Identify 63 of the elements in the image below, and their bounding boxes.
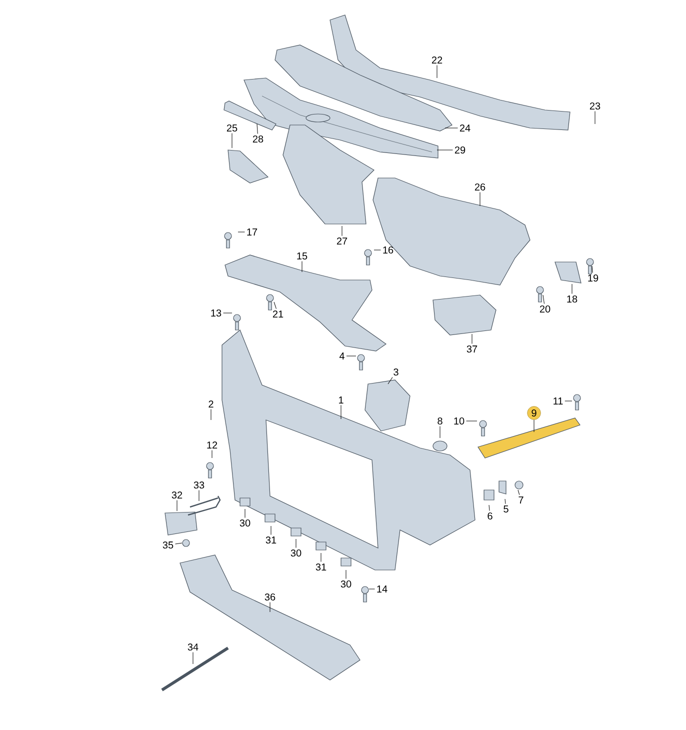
- callout-number: 18: [567, 295, 578, 303]
- callout-number: 1: [339, 396, 344, 404]
- leader-line: [210, 408, 212, 420]
- callout-number: 31: [316, 563, 326, 571]
- callout-number: 21: [272, 310, 284, 318]
- callout-number: 13: [211, 309, 222, 317]
- leader-line: [256, 124, 258, 134]
- leader-line: [436, 64, 438, 78]
- callout-number: 2: [208, 400, 214, 408]
- leader-line: [175, 542, 182, 544]
- callout-number: 10: [454, 417, 464, 425]
- leader-line: [176, 500, 178, 512]
- callout-number: 35: [162, 541, 174, 549]
- callout-number: 15: [297, 252, 308, 260]
- callout-number: 14: [377, 586, 388, 592]
- callout-number: 7: [518, 496, 524, 504]
- callout-number: 33: [194, 481, 204, 489]
- callout-number: 17: [247, 228, 258, 236]
- callout-number: 20: [540, 305, 550, 313]
- callout-number: 12: [207, 442, 218, 448]
- callout-number: 36: [264, 593, 276, 601]
- callout-number: 30: [340, 580, 352, 588]
- leader-line: [592, 266, 593, 274]
- leader-line: [466, 420, 478, 422]
- callout-number: 29: [454, 146, 466, 154]
- callout-number: 26: [474, 183, 486, 191]
- callout-number: 16: [383, 246, 394, 254]
- leader-line: [192, 652, 194, 664]
- leader-line: [368, 588, 375, 590]
- leader-line: [223, 312, 232, 314]
- callout-number: 30: [240, 519, 250, 527]
- leader-line: [518, 490, 520, 496]
- callout-number: 34: [188, 643, 198, 651]
- callout-number: 3: [394, 368, 398, 376]
- callout-number: 8: [438, 417, 442, 425]
- leader-line: [564, 400, 572, 402]
- leader-line: [504, 498, 506, 504]
- leader-line: [270, 526, 272, 536]
- callout-number: 32: [172, 491, 182, 499]
- callout-number: 30: [290, 549, 302, 557]
- leader-line: [274, 302, 277, 310]
- callout-number: 24: [460, 124, 470, 132]
- leader-line: [542, 294, 544, 304]
- leader-line: [340, 404, 342, 420]
- callout-number: 6: [488, 512, 492, 520]
- leader-line: [388, 377, 393, 384]
- leader-line: [244, 508, 246, 518]
- leader-line: [594, 111, 596, 124]
- callout-number: 27: [336, 238, 348, 244]
- leader-line: [488, 504, 490, 512]
- callout-number: 11: [554, 398, 563, 404]
- callout-number: 25: [226, 124, 238, 132]
- callout-number: 5: [504, 506, 508, 512]
- leader-line: [198, 490, 200, 502]
- callout-number: 23: [590, 102, 600, 110]
- callout-number: 31: [266, 536, 276, 544]
- callout-number: 19: [588, 274, 598, 282]
- callout-number: 28: [252, 135, 264, 143]
- callout-number: 37: [466, 345, 478, 353]
- leader-line: [320, 552, 322, 562]
- callout-number: 4: [339, 352, 344, 360]
- highlighted-callout-number: 9: [527, 406, 541, 420]
- callout-number: 22: [432, 56, 442, 64]
